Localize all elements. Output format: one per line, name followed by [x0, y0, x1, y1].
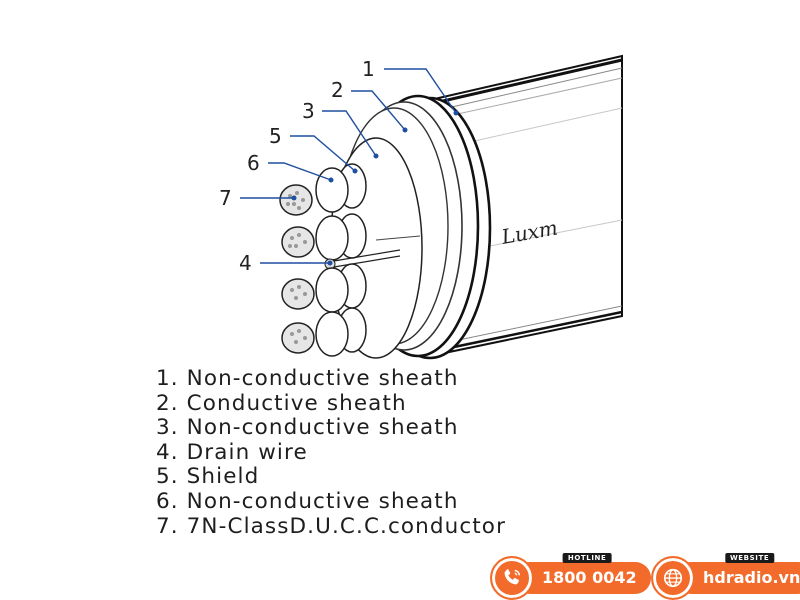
phone-icon — [490, 556, 534, 600]
website-pill: WEBSITE hdradio.vn — [675, 553, 800, 594]
hotline-pill: HOTLINE 1800 0042 — [514, 553, 651, 594]
website-badge[interactable]: WEBSITE hdradio.vn — [651, 553, 800, 600]
callout-3: 3 — [302, 99, 315, 123]
callout-2: 2 — [331, 78, 344, 102]
hotline-caption: HOTLINE — [562, 553, 612, 563]
callout-7: 7 — [219, 186, 232, 210]
conductor-2 — [281, 213, 367, 261]
legend-item: 7. 7N-ClassD.U.C.C.conductor — [156, 513, 507, 539]
conductor-4 — [281, 307, 367, 357]
legend-item: 6. Non-conductive sheath — [156, 488, 459, 514]
legend-item: 1. Non-conductive sheath — [156, 366, 459, 391]
legend-item: 3. Non-conductive sheath — [156, 415, 459, 441]
website-caption: WEBSITE — [724, 553, 775, 563]
hotline-number[interactable]: 1800 0042 — [542, 568, 637, 587]
hotline-badge[interactable]: HOTLINE 1800 0042 — [490, 553, 651, 600]
conductor-3 — [281, 263, 367, 313]
callout-1: 1 — [362, 57, 375, 81]
callout-4: 4 — [239, 251, 252, 275]
globe-icon — [651, 556, 695, 600]
legend-list: 1. Non-conductive sheath 2. Conductive s… — [156, 366, 507, 539]
callout-5: 5 — [269, 124, 282, 148]
conductor-1 — [279, 163, 367, 216]
conductors — [279, 163, 401, 357]
legend-item: 2. Conductive sheath — [156, 390, 407, 416]
leader-lines — [240, 68, 459, 266]
cable-diagram: Luxm 1 2 3 5 6 7 4 — [219, 54, 623, 360]
legend-item: 5. Shield — [156, 464, 260, 490]
callout-6: 6 — [247, 151, 260, 175]
legend-item: 4. Drain wire — [156, 439, 308, 465]
website-link[interactable]: hdradio.vn — [703, 568, 800, 587]
